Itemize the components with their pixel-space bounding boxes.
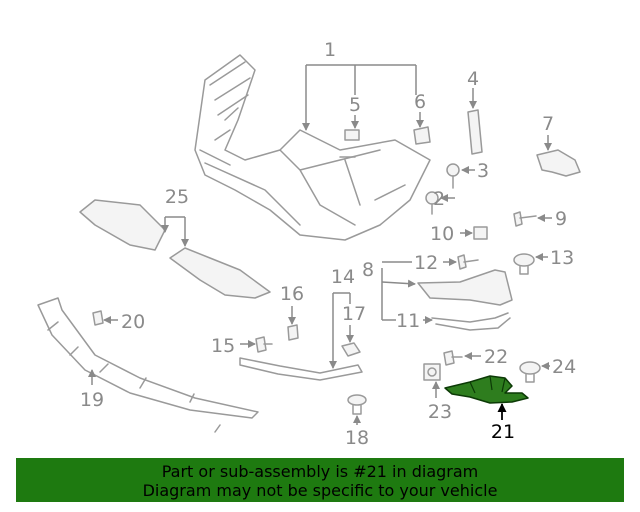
bolt-part-12 xyxy=(457,254,479,270)
callout-23: 23 xyxy=(428,401,452,423)
callout-15: 15 xyxy=(211,335,235,357)
callout-9: 9 xyxy=(555,208,567,230)
clip-part-20 xyxy=(92,310,104,326)
callout-3: 3 xyxy=(477,160,489,182)
callout-7: 7 xyxy=(542,113,554,135)
lower-grille-part-19 xyxy=(37,297,259,433)
callout-5: 5 xyxy=(349,94,361,116)
leader-lines xyxy=(88,64,552,425)
bracket-part-7 xyxy=(536,149,581,177)
nut-part-10 xyxy=(473,226,488,240)
bolt-part-15 xyxy=(255,336,273,353)
clip-part-5 xyxy=(344,129,360,141)
callout-8: 8 xyxy=(362,259,374,281)
clip-part-6 xyxy=(413,126,431,145)
callout-22: 22 xyxy=(484,346,508,368)
bolt-part-22 xyxy=(443,350,463,366)
callout-10: 10 xyxy=(430,223,454,245)
callout-4: 4 xyxy=(467,68,479,90)
strip-part-4 xyxy=(467,109,483,155)
callout-6: 6 xyxy=(414,91,426,113)
callout-14: 14 xyxy=(331,266,355,288)
callout-2: 2 xyxy=(433,188,445,210)
retainer-part-23 xyxy=(423,363,441,381)
callout-21: 21 xyxy=(491,421,515,443)
callout-13: 13 xyxy=(550,247,574,269)
banner-line-part-number: Part or sub-assembly is #21 in diagram xyxy=(161,462,479,481)
banner-line-disclaimer: Diagram may not be specific to your vehi… xyxy=(142,481,498,500)
callout-25: 25 xyxy=(165,186,189,208)
clip-part-24 xyxy=(519,361,541,383)
screw-part-2 xyxy=(425,191,439,215)
callout-1: 1 xyxy=(324,39,336,61)
clip-part-13 xyxy=(513,253,535,275)
callout-12: 12 xyxy=(414,252,438,274)
bumper-cover-part xyxy=(194,54,431,241)
clip-part-16 xyxy=(287,324,299,341)
bolt-part-9 xyxy=(513,211,537,227)
clip-part-17 xyxy=(341,342,361,357)
info-banner: Part or sub-assembly is #21 in diagram D… xyxy=(16,458,624,502)
strip-part-11 xyxy=(431,312,511,331)
callout-24: 24 xyxy=(552,356,576,378)
callout-18: 18 xyxy=(345,427,369,449)
molding-part-14 xyxy=(239,357,363,381)
clip-part-18 xyxy=(347,394,367,415)
callout-11: 11 xyxy=(396,310,420,332)
callout-20: 20 xyxy=(121,311,145,333)
callout-labels: 1 2 3 4 5 6 7 8 9 10 11 12 13 14 15 16 1… xyxy=(80,39,576,449)
callout-19: 19 xyxy=(80,389,104,411)
bracket-part-8 xyxy=(417,269,513,306)
absorber-part-25 xyxy=(79,199,271,299)
highlighted-cover-part-21 xyxy=(444,375,529,404)
screw-part-3 xyxy=(446,163,460,189)
callout-16: 16 xyxy=(280,283,304,305)
callout-17: 17 xyxy=(342,303,366,325)
